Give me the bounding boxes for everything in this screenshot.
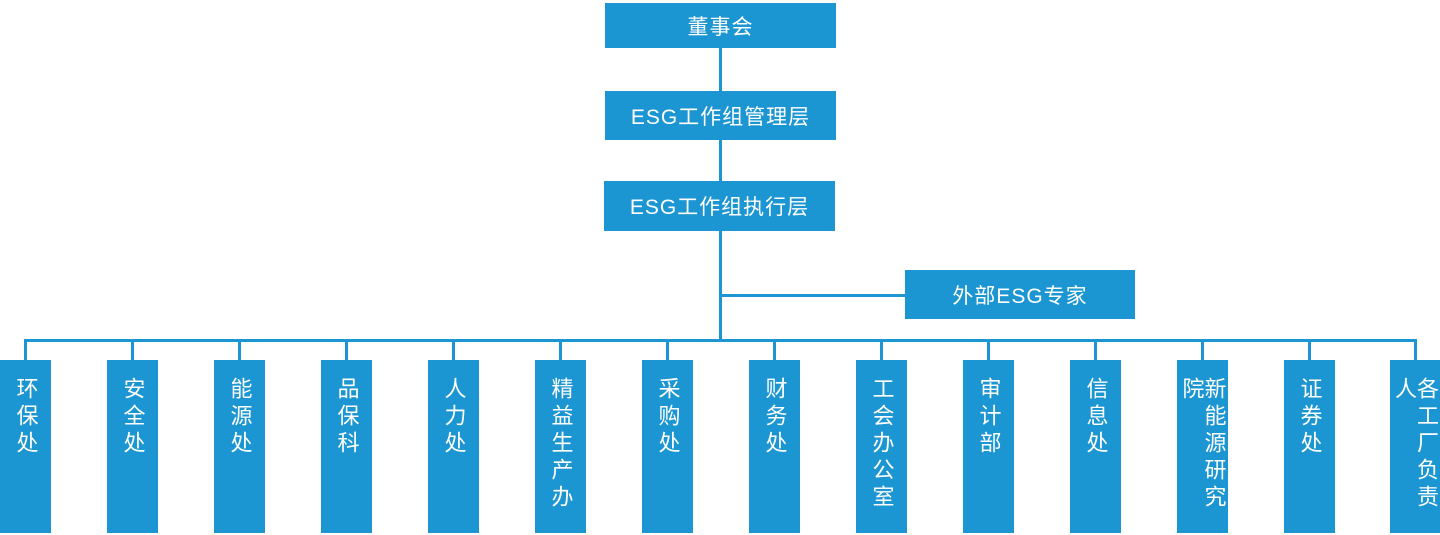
org-box-board-label: 董事会 (687, 15, 754, 39)
dept-box-union-office: 工会办公室 (856, 342, 907, 533)
dept-box-new-energy-research: 新能源研究院 (1177, 342, 1228, 533)
dept-box-information: 信息处 (1070, 342, 1121, 533)
dept-label: 能源处 (227, 377, 253, 458)
org-box-esg-management-label: ESG工作组管理层 (630, 105, 811, 129)
org-box-esg-management: ESG工作组管理层 (605, 91, 836, 140)
dept-label: 财务处 (762, 377, 788, 458)
dept-label: 工会办公室 (869, 377, 895, 512)
connector-distribution (24, 339, 1417, 342)
dept-box-factory-heads: 各工厂负责人 (1390, 342, 1440, 533)
dept-label: 各工厂负责人 (1392, 377, 1439, 512)
connector-management-to-execution (719, 140, 722, 181)
dept-label: 品保科 (334, 377, 360, 458)
dept-box-safety: 安全处 (107, 342, 158, 533)
org-box-external-experts-label: 外部ESG专家 (952, 284, 1088, 308)
dept-box-procurement: 采购处 (642, 342, 693, 533)
dept-label: 审计部 (976, 377, 1002, 458)
dept-box-environmental: 环保处 (0, 342, 51, 533)
dept-label: 信息处 (1083, 377, 1109, 458)
dept-box-energy: 能源处 (214, 342, 265, 533)
dept-box-quality-assurance: 品保科 (321, 342, 372, 533)
org-box-esg-execution-label: ESG工作组执行层 (629, 196, 810, 219)
dept-label: 精益生产办 (548, 377, 574, 512)
dept-label: 新能源研究院 (1179, 377, 1227, 512)
dept-label: 采购处 (655, 377, 681, 458)
connector-trunk (719, 231, 722, 342)
dept-label: 证券处 (1297, 377, 1323, 458)
dept-label: 安全处 (120, 377, 146, 458)
org-box-board: 董事会 (605, 3, 836, 48)
dept-box-finance: 财务处 (749, 342, 800, 533)
connector-branch-to-external (720, 294, 906, 297)
org-box-external-experts: 外部ESG专家 (905, 270, 1135, 319)
org-box-esg-execution: ESG工作组执行层 (604, 181, 835, 231)
dept-label: 环保处 (13, 377, 39, 458)
dept-box-securities: 证券处 (1284, 342, 1335, 533)
dept-box-human-resources: 人力处 (428, 342, 479, 533)
dept-box-audit: 审计部 (963, 342, 1014, 533)
connector-board-to-management (719, 48, 722, 91)
dept-label: 人力处 (441, 377, 467, 458)
dept-box-lean-production: 精益生产办 (535, 342, 586, 533)
